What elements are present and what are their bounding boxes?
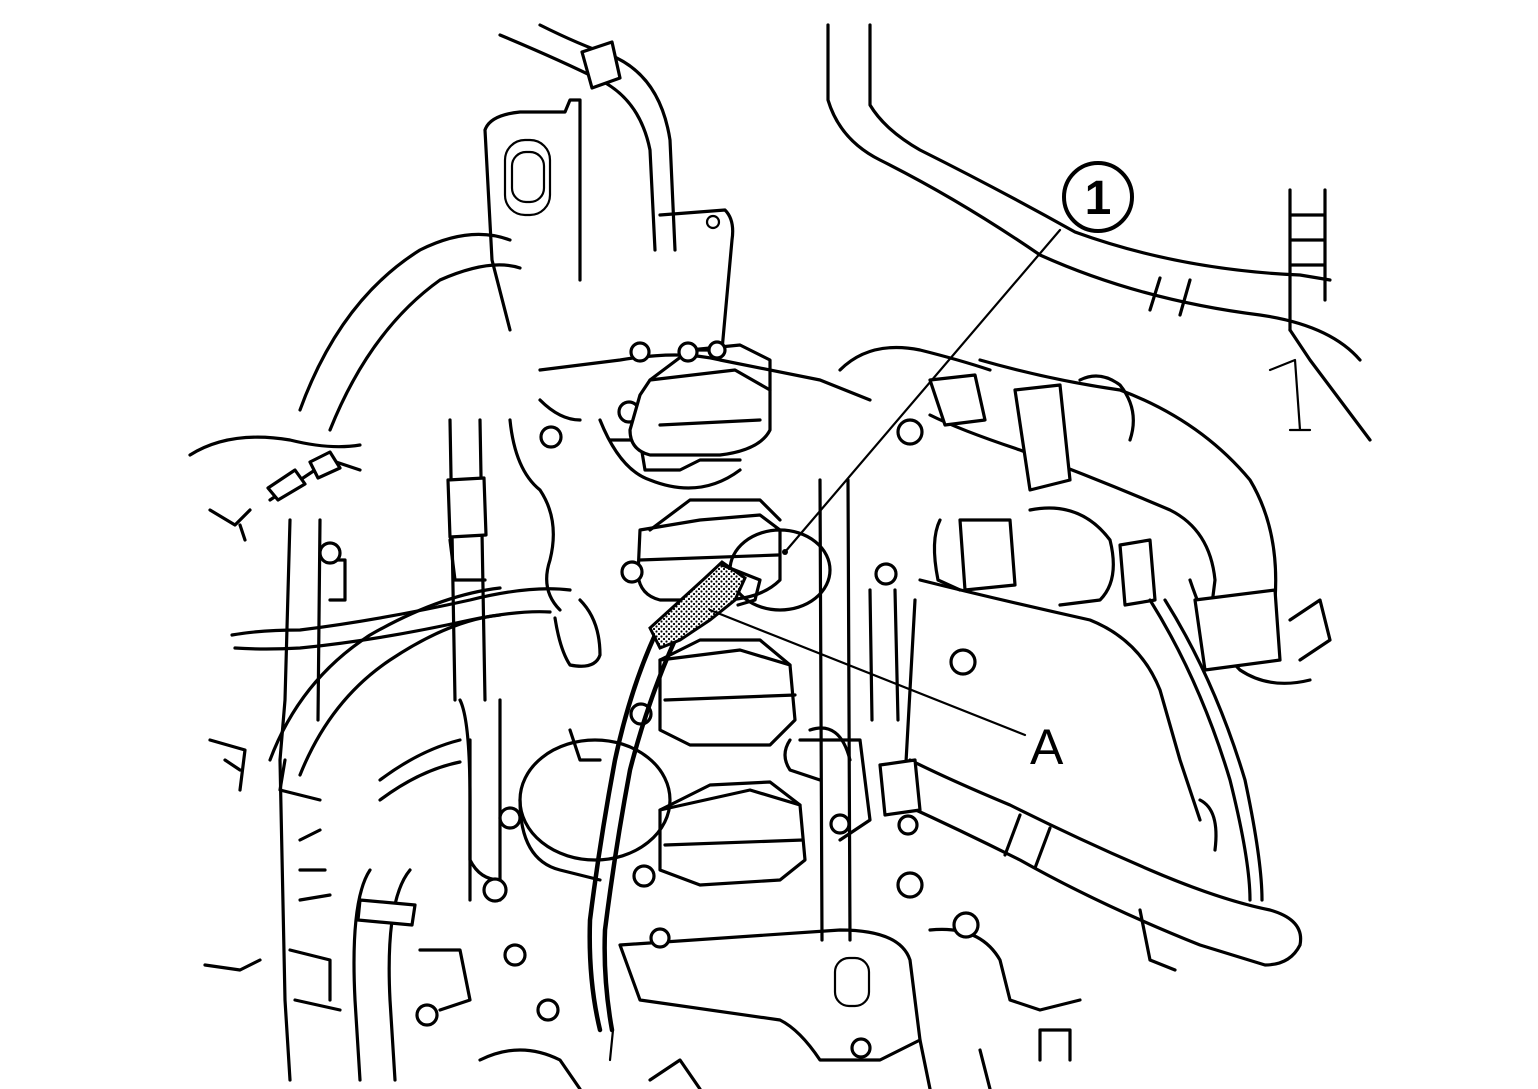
left-diagonal-hose — [230, 586, 602, 802]
lower-right-hose — [783, 726, 1303, 972]
lower-right-block — [918, 911, 1082, 1089]
lower-bracket — [618, 927, 922, 1062]
left-bracket-plate — [483, 98, 582, 332]
left-center-hoses — [352, 418, 502, 1082]
callout-a-label: A — [1030, 719, 1064, 775]
ignition-coil-bottom — [632, 780, 807, 888]
lower-left-bolts — [415, 806, 702, 1089]
leader-line-a — [708, 608, 1027, 737]
center-vertical-pipes — [798, 478, 924, 942]
leader-line-1 — [783, 228, 1062, 554]
center-top-bracket — [658, 208, 735, 352]
callout-1: 1 — [1062, 161, 1134, 233]
right-sensor-connector — [932, 506, 1332, 902]
right-cover — [903, 578, 1218, 852]
wire-harness — [587, 632, 678, 1062]
ignition-coil-upper — [628, 340, 772, 457]
left-engine-block — [203, 518, 347, 1082]
right-bracket — [1268, 188, 1372, 442]
harness-connector-a — [648, 560, 762, 650]
left-wiring — [188, 232, 522, 542]
leader-lines — [708, 228, 1062, 737]
callout-1-label: 1 — [1085, 172, 1112, 225]
right-upper-hose — [838, 345, 1312, 685]
top-left-hose — [498, 23, 677, 252]
upper-right-hose — [826, 23, 1362, 362]
